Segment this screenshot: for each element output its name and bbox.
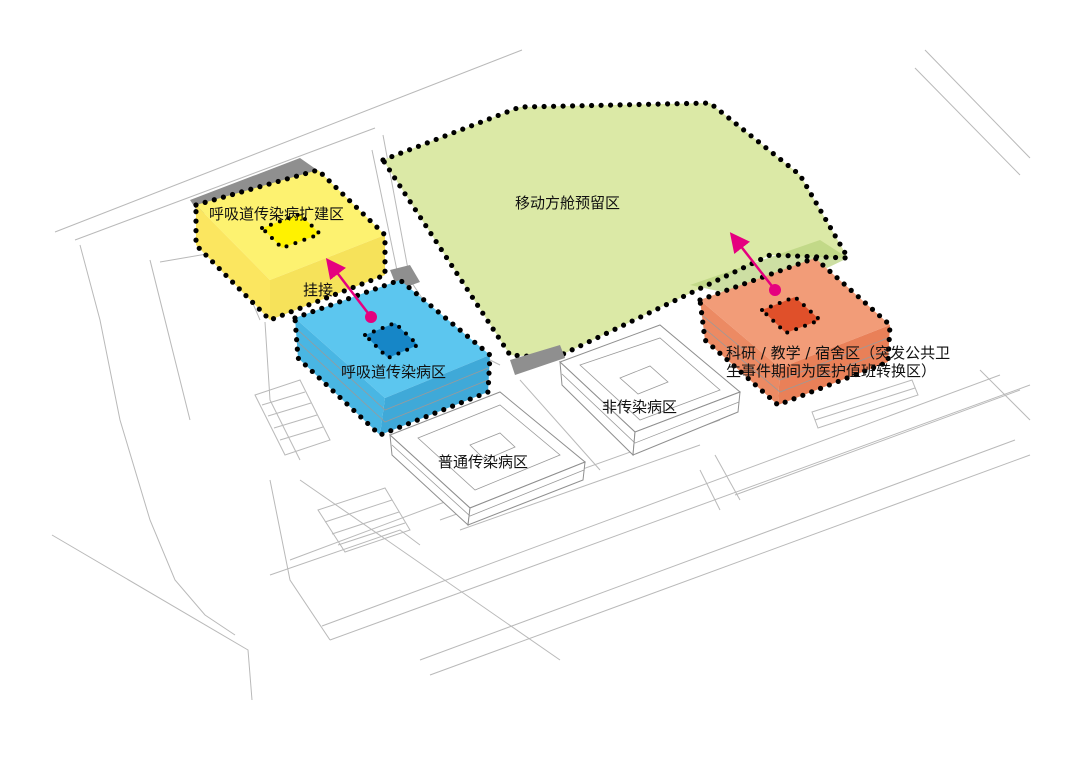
general-zone bbox=[389, 391, 586, 527]
respiratory-expansion-zone bbox=[190, 158, 388, 324]
respiratory-side-right bbox=[380, 355, 490, 435]
mobile-cabin-fill bbox=[383, 103, 848, 358]
label-research-line1: 科研 / 教学 / 宿舍区（突发公共卫 bbox=[726, 344, 950, 362]
label-research-line2: 生事件期间为医护值班转换区） bbox=[726, 362, 936, 380]
label-non-infectious: 非传染病区 bbox=[602, 398, 677, 416]
parking-lot-right bbox=[811, 379, 919, 429]
respiratory-side-left bbox=[295, 318, 385, 435]
label-general: 普通传染病区 bbox=[438, 453, 528, 471]
label-respiratory: 呼吸道传染病区 bbox=[341, 363, 446, 381]
label-respiratory-expansion: 呼吸道传染病扩建区 bbox=[209, 205, 344, 223]
research-zone bbox=[697, 255, 893, 409]
research-side-left bbox=[700, 300, 780, 405]
parking-lot-left bbox=[254, 379, 331, 456]
expansion-side-left bbox=[196, 205, 270, 320]
label-mobile-cabin: 移动方舱预留区 bbox=[515, 194, 620, 212]
connection-arrow-right bbox=[729, 232, 781, 296]
non-infectious-zone bbox=[510, 324, 741, 457]
respiratory-zone bbox=[292, 265, 493, 439]
parking-lot-bottom bbox=[317, 487, 411, 553]
research-side-right bbox=[778, 325, 890, 405]
connection-arrow-left bbox=[325, 258, 377, 323]
label-connection: 挂接 bbox=[303, 281, 333, 299]
